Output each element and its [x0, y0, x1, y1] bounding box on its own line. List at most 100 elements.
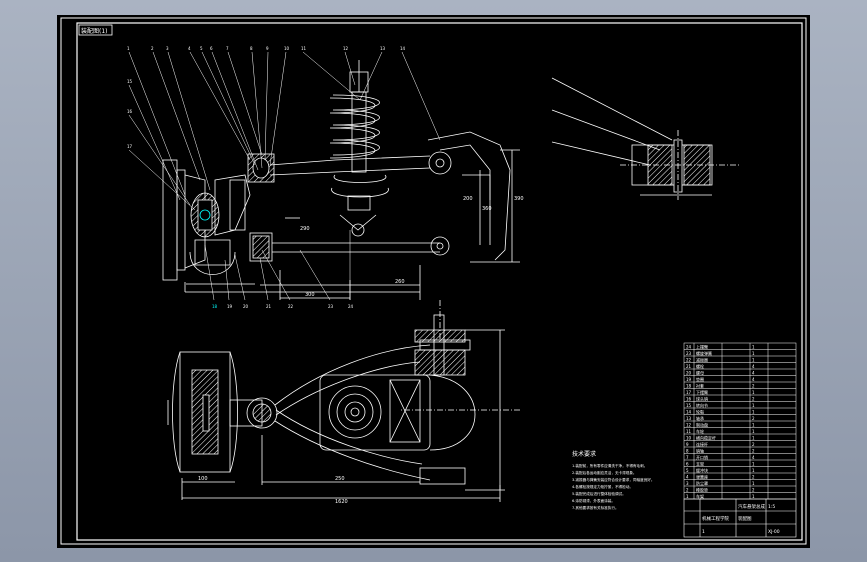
part-label: 4: [188, 46, 191, 51]
parts-cell-no: 15: [686, 403, 692, 408]
parts-cell-name: 开口销: [696, 454, 708, 460]
tech-req-line: 3.减振器与弹簧安装应符合设计要求，同轴度良好。: [572, 477, 655, 482]
part-label: 8: [250, 46, 253, 51]
parts-cell-qty: 1: [752, 357, 755, 362]
inner-border: [76, 22, 803, 541]
parts-cell-no: 6: [686, 461, 689, 466]
parts-cell-no: 7: [686, 455, 689, 460]
dim-bottom-overall: 1620: [335, 499, 348, 505]
parts-cell-name: 螺栓: [696, 363, 704, 369]
dim-top-span-2: 300: [305, 292, 315, 298]
parts-cell-name: 橡胶垫: [696, 486, 708, 492]
parts-cell-no: 10: [686, 435, 692, 440]
parts-cell-no: 4: [686, 474, 689, 479]
parts-cell-no: 8: [686, 448, 689, 453]
title-block-sheet: 1: [702, 529, 705, 535]
title-tag-box: [78, 24, 113, 36]
part-label: 24: [348, 304, 354, 309]
parts-cell-qty: 1: [752, 344, 755, 349]
part-label: 17: [127, 144, 133, 149]
parts-cell-name: 横向稳定杆: [696, 434, 716, 440]
dim-bottom-width: 250: [335, 476, 345, 482]
part-label: 11: [301, 46, 307, 51]
tech-req-line: 1.装配前，所有零件应清洗干净，不得有毛刺。: [572, 463, 647, 468]
parts-cell-qty: 4: [752, 377, 755, 382]
tech-req-line: 7.其他要求按有关标准执行。: [572, 505, 619, 510]
part-label: 22: [288, 304, 294, 309]
parts-cell-name: 弹簧座: [696, 473, 708, 479]
dim-side-height-2: 390: [514, 196, 524, 202]
title-block: [683, 498, 797, 538]
top-view: [167, 300, 520, 502]
dim-top-span-1: 290: [300, 226, 310, 232]
parts-cell-qty: 1: [752, 422, 755, 427]
parts-cell-qty: 1: [752, 494, 755, 499]
part-label: 7: [226, 46, 229, 51]
dim-side-height-1: 200: [463, 196, 473, 202]
parts-cell-no: 11: [686, 429, 692, 434]
part-label: 5: [200, 46, 203, 51]
parts-cell-no: 1: [686, 494, 689, 499]
part-label: 21: [266, 304, 272, 309]
front-view: [162, 60, 520, 300]
title-block-scale: 1:5: [768, 504, 775, 510]
parts-cell-qty: 2: [752, 448, 755, 453]
parts-cell-qty: 1: [752, 390, 755, 395]
part-label: 14: [400, 46, 406, 51]
parts-cell-qty: 2: [752, 442, 755, 447]
parts-cell-qty: 2: [752, 474, 755, 479]
part-label: 10: [284, 46, 290, 51]
parts-cell-name: 螺母: [696, 369, 704, 375]
parts-cell-name: 销轴: [696, 447, 704, 453]
tech-requirements: 技术要求 1.装配前，所有零件应清洗干净，不得有毛刺。 2.装配后各运动副应灵活…: [572, 450, 655, 510]
part-label: 1: [127, 46, 130, 51]
tech-req-line: 5.装配完成后进行整体检验调试。: [572, 491, 626, 496]
parts-cell-name: 螺旋弹簧: [696, 350, 712, 356]
title-block-name: 汽车悬架总成: [738, 503, 765, 510]
dim-side-height-3: 360: [482, 206, 492, 212]
parts-cell-name: 垫圈: [696, 376, 704, 382]
parts-cell-name: 防尘罩: [696, 480, 708, 486]
parts-cell-name: 制动盘: [696, 421, 708, 427]
parts-cell-no: 17: [686, 390, 692, 395]
parts-cell-qty: 1: [752, 435, 755, 440]
part-label: 23: [328, 304, 334, 309]
part-label: 9: [266, 46, 269, 51]
parts-cell-name: 轮毂: [696, 408, 704, 414]
parts-cell-qty: 1: [752, 461, 755, 466]
parts-cell-name: 转向节: [696, 402, 708, 408]
part-label: 20: [243, 304, 249, 309]
parts-cell-name: 球头销: [696, 395, 708, 401]
parts-cell-no: 22: [686, 357, 692, 362]
parts-cell-no: 13: [686, 416, 692, 421]
parts-cell-name: 连接杆: [696, 441, 708, 447]
dim-bottom-small: 100: [198, 476, 208, 482]
parts-cell-no: 21: [686, 364, 692, 369]
detail-view: [551, 77, 740, 200]
parts-cell-name: 车架: [696, 493, 704, 499]
drawing-sheet: 装配图(1): [57, 15, 810, 548]
parts-cell-qty: 4: [752, 455, 755, 460]
parts-cell-no: 5: [686, 468, 689, 473]
parts-cell-no: 18: [686, 383, 692, 388]
parts-cell-no: 24: [686, 344, 692, 349]
dim-top-span-3: 260: [395, 279, 405, 285]
parts-cell-qty: 4: [752, 364, 755, 369]
tech-req-line: 4.各螺栓按规定力矩拧紧，不得松动。: [572, 484, 633, 489]
parts-cell-qty: 2: [752, 487, 755, 492]
parts-cell-qty: 1: [752, 481, 755, 486]
cad-drawing: 装配图(1): [60, 17, 807, 545]
parts-cell-qty: 2: [752, 416, 755, 421]
parts-cell-name: 减振器: [696, 356, 708, 362]
parts-cell-no: 2: [686, 487, 689, 492]
parts-cell-qty: 2: [752, 396, 755, 401]
parts-cell-qty: 1: [752, 429, 755, 434]
parts-cell-no: 14: [686, 409, 692, 414]
leader-lines: [128, 51, 441, 301]
part-label: 16: [127, 109, 133, 114]
parts-cell-qty: 1: [752, 409, 755, 414]
parts-cell-no: 3: [686, 481, 689, 486]
parts-cell-qty: 1: [752, 468, 755, 473]
parts-cell-name: 支架: [696, 460, 704, 466]
